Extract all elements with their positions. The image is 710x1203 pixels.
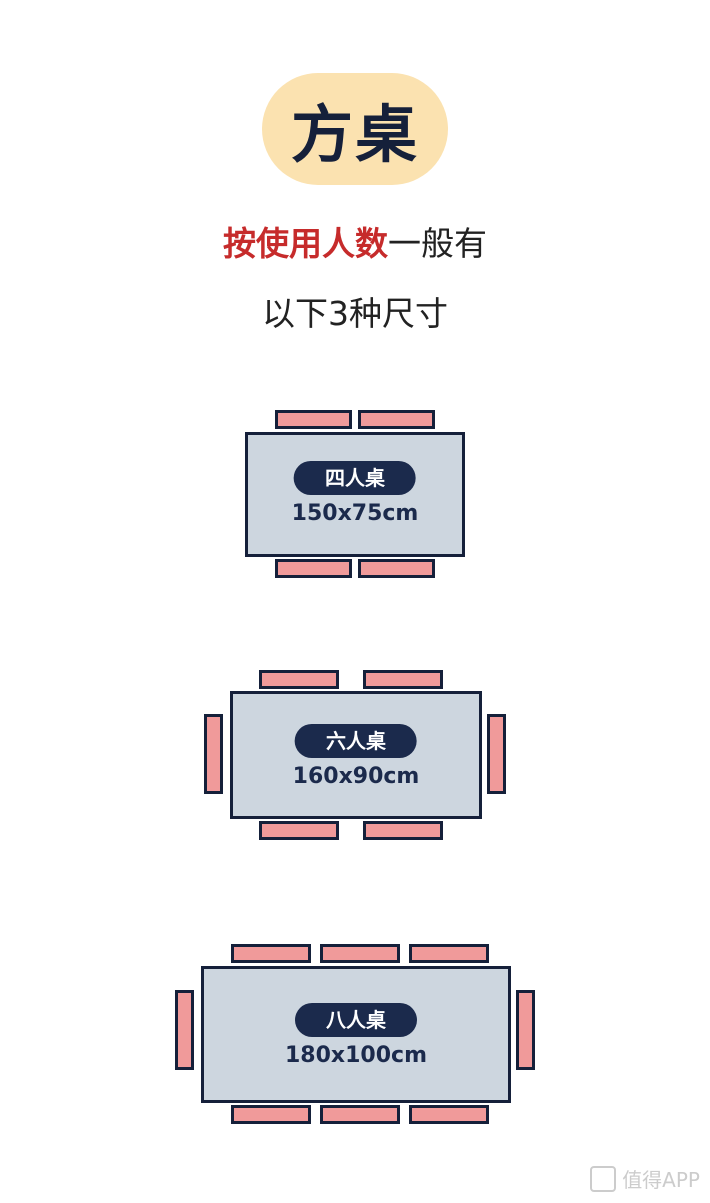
table-size: 160x90cm xyxy=(292,764,420,789)
title-badge: 方桌 xyxy=(262,73,448,185)
chair xyxy=(275,559,352,578)
chair xyxy=(487,714,506,794)
chair xyxy=(259,821,339,840)
intro-highlight: 按使用人数 xyxy=(223,224,388,263)
chair xyxy=(409,1105,489,1124)
intro-rest: 一般有 xyxy=(388,224,487,263)
intro-line-2: 以下3种尺寸 xyxy=(262,294,448,333)
app-logo-icon xyxy=(590,1165,617,1192)
page-title: 方桌 xyxy=(290,98,419,171)
table-label: 八人桌 180x100cm xyxy=(285,1003,427,1068)
table-top: 八人桌 180x100cm xyxy=(201,966,511,1103)
chair xyxy=(204,714,223,794)
chair xyxy=(363,821,443,840)
chair xyxy=(363,670,443,689)
table-label: 四人桌 150x75cm xyxy=(291,461,419,526)
table-label: 六人桌 160x90cm xyxy=(292,724,420,789)
table-size: 180x100cm xyxy=(284,1043,428,1068)
chair xyxy=(358,410,435,429)
chair xyxy=(231,944,311,963)
chair xyxy=(231,1105,311,1124)
watermark-text: 值得APP xyxy=(622,1168,700,1192)
chair xyxy=(320,1105,400,1124)
watermark: 值得APP xyxy=(590,1164,700,1193)
table-name-badge: 四人桌 xyxy=(293,461,416,495)
chair xyxy=(275,410,352,429)
chair xyxy=(409,944,489,963)
chair xyxy=(516,990,535,1070)
table-top: 六人桌 160x90cm xyxy=(230,691,482,819)
chair xyxy=(358,559,435,578)
chair xyxy=(320,944,400,963)
table-name-badge: 六人桌 xyxy=(294,724,417,758)
chair xyxy=(175,990,194,1070)
chair xyxy=(259,670,339,689)
table-name-badge: 八人桌 xyxy=(294,1003,417,1037)
table-top: 四人桌 150x75cm xyxy=(245,432,465,557)
table-size: 150x75cm xyxy=(291,501,419,526)
intro-line-1: 按使用人数一般有 xyxy=(0,217,710,265)
